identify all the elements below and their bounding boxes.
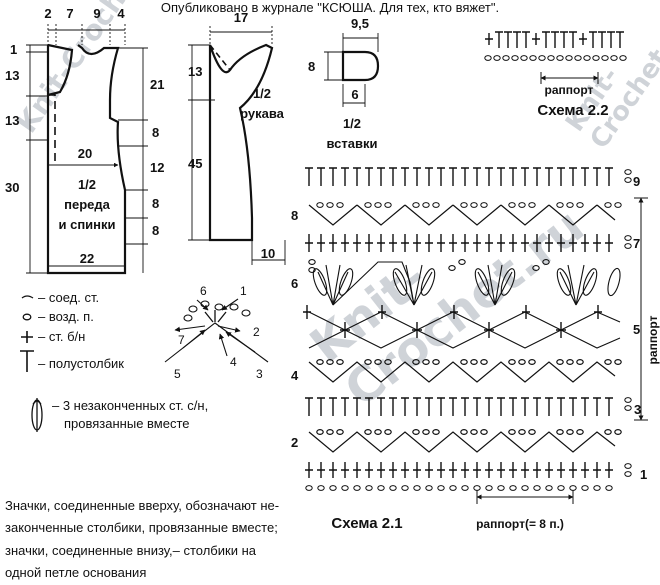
fb-dim-right-1: 21 bbox=[150, 77, 164, 92]
fb-dim-right-4: 8 bbox=[152, 196, 159, 211]
scheme21-title: Схема 2.1 bbox=[331, 515, 402, 532]
fb-dim-top-4: 4 bbox=[117, 6, 125, 21]
sleeve-outline bbox=[208, 43, 274, 242]
insert-dim-lines bbox=[324, 33, 379, 107]
sc-icon bbox=[21, 331, 33, 343]
scheme22-repeat: раппорт bbox=[545, 83, 594, 97]
step-number-4: 4 bbox=[230, 355, 237, 369]
fb-dim-inner: 20 bbox=[78, 146, 92, 161]
sleeve-dim-bottom: 10 bbox=[261, 246, 275, 261]
fb-dim-bottom: 22 bbox=[80, 251, 94, 266]
front-back-dim-lines bbox=[26, 24, 148, 274]
legend-hdc-label: – полустолбик bbox=[38, 356, 124, 371]
fb-dim-left-2: 13 bbox=[5, 68, 19, 83]
scheme-2-2-chain-row bbox=[484, 55, 627, 61]
step-number-6: 6 bbox=[200, 284, 207, 298]
row-number-1: 1 bbox=[640, 467, 647, 482]
insert-dim-left: 8 bbox=[308, 59, 315, 74]
fb-label-2: переда bbox=[64, 197, 111, 212]
scheme-2-2-repeat-bracket bbox=[540, 72, 599, 84]
scheme-2-2 bbox=[484, 31, 627, 84]
step-number-7: 7 bbox=[178, 333, 185, 347]
sleeve-dim-top: 17 bbox=[234, 10, 248, 25]
insert-outline bbox=[341, 50, 380, 82]
fb-label-1: 1/2 bbox=[78, 177, 96, 192]
insert-dim-bottom: 6 bbox=[351, 87, 358, 102]
row-number-2: 2 bbox=[291, 435, 298, 450]
fb-dim-right-5: 8 bbox=[152, 223, 159, 238]
row-number-3: 3 bbox=[634, 402, 641, 417]
step-number-5: 5 bbox=[174, 367, 181, 381]
legend-chain-label: – возд. п. bbox=[38, 309, 94, 324]
fb-dim-left-1: 1 bbox=[10, 42, 17, 57]
fb-dim-left-3: 13 bbox=[5, 113, 19, 128]
row-number-9: 9 bbox=[633, 174, 640, 189]
row-5-mesh bbox=[303, 305, 621, 349]
sleeve-label-2: рукава bbox=[240, 106, 285, 121]
note-line-4: одной петле основания bbox=[5, 565, 146, 580]
row-number-6: 6 bbox=[291, 276, 298, 291]
hdc-icon bbox=[20, 350, 34, 372]
fb-dim-top-2: 7 bbox=[66, 6, 73, 21]
row-3-hdc bbox=[305, 397, 613, 416]
legend-symbols bbox=[20, 295, 43, 432]
row-number-8: 8 bbox=[291, 208, 298, 223]
chain-icon bbox=[22, 313, 32, 321]
sleeve-dim-left-2: 45 bbox=[188, 156, 202, 171]
scheme22-title: Схема 2.2 bbox=[537, 102, 608, 119]
cluster-icon bbox=[31, 398, 43, 432]
row-4-arches bbox=[308, 359, 622, 383]
fb-dim-left-4: 30 bbox=[5, 180, 19, 195]
fb-dim-top-3: 9 bbox=[93, 6, 100, 21]
row-7-sc bbox=[305, 234, 613, 252]
step-number-3: 3 bbox=[256, 367, 263, 381]
published-header: Опубликовано в журнале "КСЮША. Для тех, … bbox=[160, 0, 500, 15]
row-9-hdc bbox=[305, 167, 613, 186]
sleeve-label-1: 1/2 bbox=[253, 86, 271, 101]
row-1-sc bbox=[305, 462, 613, 478]
base-chain-row bbox=[305, 485, 613, 491]
insert-label-1: 1/2 bbox=[343, 116, 361, 131]
note-line-1: Значки, соединенные вверху, обозначают н… bbox=[5, 498, 279, 513]
legend-sc-label: – ст. б/н bbox=[38, 329, 85, 344]
insert-dim-top: 9,5 bbox=[351, 16, 369, 31]
fb-dim-right-2: 8 bbox=[152, 125, 159, 140]
fb-dim-top-1: 2 bbox=[44, 6, 51, 21]
sleeve-dim-lines bbox=[188, 26, 286, 265]
scheme-2-1 bbox=[303, 167, 648, 504]
legend-slip-label: – соед. ст. bbox=[38, 290, 99, 305]
bottom-repeat-bracket bbox=[476, 490, 574, 504]
row-number-4: 4 bbox=[291, 368, 299, 383]
fb-label-3: и спинки bbox=[58, 217, 115, 232]
sleeve-dim-left-1: 13 bbox=[188, 64, 202, 79]
row-number-5: 5 bbox=[633, 322, 640, 337]
side-repeat-bracket bbox=[634, 197, 648, 421]
scheme21-repeat: раппорт(= 8 п.) bbox=[476, 517, 564, 531]
step-number-2: 2 bbox=[253, 325, 260, 339]
fb-dim-right-3: 12 bbox=[150, 160, 164, 175]
row-2-arches bbox=[308, 429, 622, 453]
stitch-order-diagram bbox=[164, 298, 269, 363]
row-8-arches bbox=[308, 202, 622, 226]
note-line-2: законченные столбики, провязанные вместе… bbox=[5, 520, 278, 535]
turning-chains bbox=[624, 169, 632, 477]
scheme21-side-repeat: раппорт bbox=[646, 315, 660, 364]
slip-stitch-icon bbox=[21, 295, 34, 299]
scheme-2-2-sc-row bbox=[484, 31, 625, 49]
note-line-3: значки, соединенные внизу,– столбики на bbox=[5, 543, 257, 558]
step-number-1: 1 bbox=[240, 284, 247, 298]
legend-cluster-label-1: – 3 незаконченных ст. с/н, bbox=[52, 398, 208, 413]
row-number-7: 7 bbox=[633, 236, 640, 251]
legend-cluster-label-2: провязанные вместе bbox=[64, 416, 190, 431]
row-6-fan-clusters bbox=[308, 259, 621, 306]
insert-label-2: вставки bbox=[327, 136, 378, 151]
